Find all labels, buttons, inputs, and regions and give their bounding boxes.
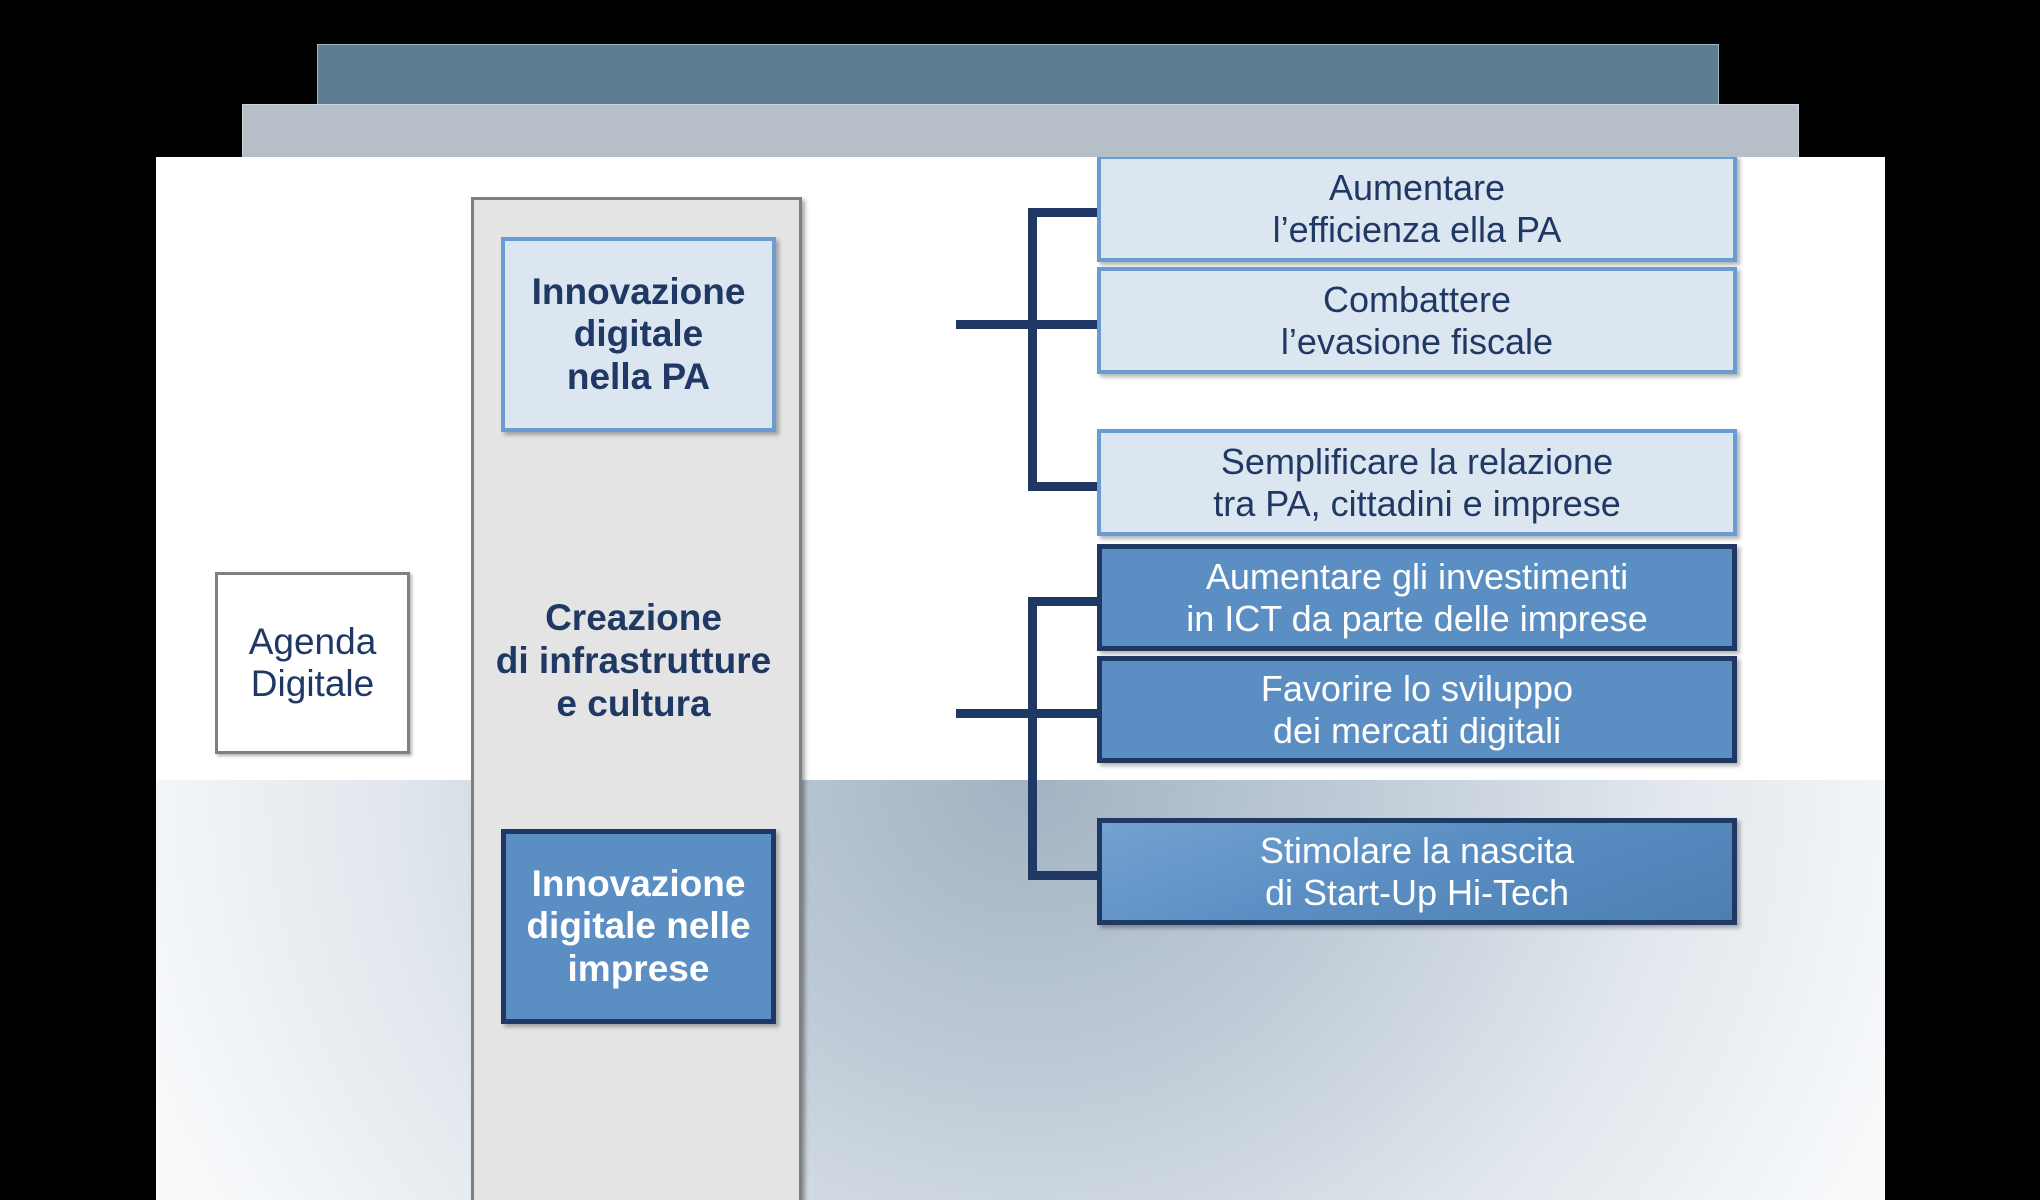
node-stimolare-nascita-startup[interactable]: Stimolare la nascita di Start-Up Hi-Tech	[1097, 818, 1737, 925]
panel-creazione-label-line-2: di infrastrutture	[495, 639, 772, 681]
leaf-imp-3-line-2: di Start-Up Hi-Tech	[1264, 871, 1570, 913]
leaf-imp-3-line-1: Stimolare la nascita	[1259, 830, 1575, 872]
node-imprese-line-2: digitale nelle	[526, 905, 751, 947]
leaf-pa-1-line-2: l’efficienza ella PA	[1272, 208, 1562, 250]
node-agenda-digitale[interactable]: Agenda Digitale	[215, 572, 410, 754]
node-innovazione-digitale-nelle-imprese[interactable]: Innovazione digitale nelle imprese	[501, 829, 776, 1024]
leaf-imp-2-line-1: Favorire lo sviluppo	[1260, 668, 1574, 710]
connector-pa-branch-1	[1028, 208, 1103, 217]
connector-imprese-branch-1	[1028, 597, 1103, 606]
node-pa-line-2: digitale	[573, 313, 704, 355]
leaf-pa-2-line-1: Combattere	[1322, 279, 1512, 321]
diagram: Agenda Digitale Creazione di infrastrutt…	[156, 157, 1885, 1200]
node-imprese-line-3: imprese	[567, 947, 710, 989]
connector-pa-branch-2	[1028, 320, 1103, 329]
slide-canvas: Agenda Digitale Creazione di infrastrutt…	[156, 157, 1885, 1200]
leaf-pa-3-line-2: tra PA, cittadini e imprese	[1213, 482, 1621, 524]
leaf-imp-1-line-2: in ICT da parte delle imprese	[1186, 597, 1648, 639]
leaf-imp-2-line-2: dei mercati digitali	[1272, 709, 1562, 751]
panel-creazione-label-line-3: e cultura	[556, 682, 711, 724]
connector-imprese-branch-2	[1028, 709, 1103, 718]
slide-header-band-upper	[318, 45, 1718, 105]
node-combattere-evasione-fiscale[interactable]: Combattere l’evasione fiscale	[1097, 267, 1737, 374]
node-pa-line-3: nella PA	[566, 355, 711, 397]
leaf-pa-3-line-1: Semplificare la relazione	[1220, 441, 1614, 483]
node-agenda-digitale-line-1: Agenda	[248, 620, 377, 662]
connector-pa-trunk	[1028, 208, 1037, 491]
connector-pa-stub	[956, 320, 1036, 329]
connector-imprese-trunk	[1028, 597, 1037, 880]
node-pa-line-1: Innovazione	[531, 271, 746, 313]
node-agenda-digitale-line-2: Digitale	[250, 663, 375, 704]
node-semplificare-relazione[interactable]: Semplificare la relazione tra PA, cittad…	[1097, 429, 1737, 536]
node-aumentare-efficienza-pa[interactable]: Aumentare l’efficienza ella PA	[1097, 157, 1737, 262]
node-favorire-sviluppo-mercati-digitali[interactable]: Favorire lo sviluppo dei mercati digital…	[1097, 656, 1737, 763]
leaf-pa-1-line-1: Aumentare	[1328, 167, 1506, 209]
node-aumentare-investimenti-ict[interactable]: Aumentare gli investimenti in ICT da par…	[1097, 544, 1737, 651]
panel-creazione-label: Creazione di infrastrutture e cultura	[471, 597, 796, 726]
panel-creazione-label-line-1: Creazione	[545, 597, 722, 638]
node-imprese-line-1: Innovazione	[531, 863, 746, 905]
node-innovazione-digitale-nella-pa[interactable]: Innovazione digitale nella PA	[501, 237, 776, 432]
connector-imprese-branch-3	[1028, 871, 1103, 880]
leaf-imp-1-line-1: Aumentare gli investimenti	[1205, 556, 1629, 598]
connector-imprese-stub	[956, 709, 1036, 718]
leaf-pa-2-line-2: l’evasione fiscale	[1280, 320, 1554, 362]
connector-pa-branch-3	[1028, 482, 1103, 491]
slide-header-band-lower	[243, 105, 1798, 158]
